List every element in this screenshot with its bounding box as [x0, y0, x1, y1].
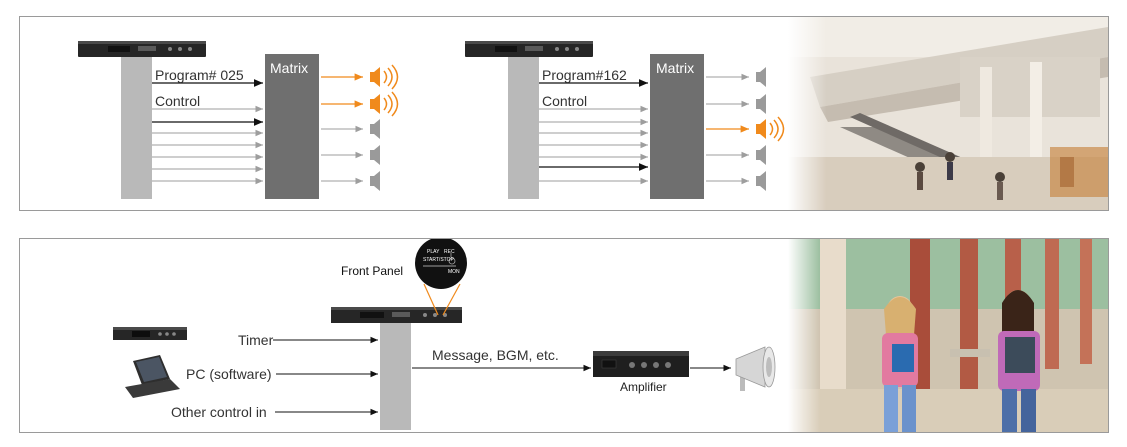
closeup-mon-label: MON — [448, 269, 460, 275]
input-label-timer: Timer — [238, 332, 274, 348]
matrix-label-left: Matrix — [270, 60, 309, 76]
front-panel-callout — [415, 239, 467, 316]
signal-bar-left — [121, 57, 152, 199]
control-label-left: Control — [155, 93, 201, 109]
amplifier-device — [593, 351, 689, 377]
shopping-mall-photo — [788, 17, 1108, 210]
speaker-icon — [756, 67, 766, 87]
speaker-icon — [756, 94, 766, 114]
speaker-icon — [370, 119, 380, 139]
timer-device — [113, 327, 187, 340]
program-label-left: Program# 025 — [155, 67, 244, 83]
campus-photo — [788, 239, 1108, 432]
front-panel-label: Front Panel — [341, 264, 404, 278]
matrix-label-right: Matrix — [656, 60, 695, 76]
speaker-icon — [370, 64, 399, 90]
control-lines-right — [539, 79, 648, 185]
control-lines-left — [152, 79, 263, 185]
bottom-diagram-svg — [113, 239, 1108, 432]
closeup-play-label: PLAY — [427, 249, 440, 255]
player-device-left — [78, 41, 206, 57]
matrix-block-right — [650, 54, 704, 199]
speaker-icon — [370, 145, 380, 165]
signal-bar-right — [508, 57, 539, 199]
horn-speaker-icon — [735, 346, 776, 391]
speaker-icon — [370, 171, 380, 191]
player-device — [331, 307, 462, 323]
speaker-icon — [756, 171, 766, 191]
player-device-right — [465, 41, 593, 57]
input-label-pc: PC (software) — [186, 366, 272, 382]
program-label-right: Program#162 — [542, 67, 627, 83]
control-label-right: Control — [542, 93, 588, 109]
speaker-icon — [756, 116, 785, 142]
speaker-outputs-left — [321, 73, 363, 185]
top-panel: Program# 025 Control Matrix Program#162 … — [19, 16, 1109, 211]
signal-bar — [380, 323, 411, 430]
output-label: Message, BGM, etc. — [432, 347, 559, 363]
speaker-outputs-right — [706, 73, 749, 185]
bottom-panel: Front Panel PLAY REC START/STOP MON Time… — [19, 238, 1109, 433]
amplifier-label: Amplifier — [620, 380, 667, 394]
closeup-start-stop-label: START/STOP — [423, 257, 454, 263]
speaker-icon — [370, 91, 399, 117]
speaker-icon — [756, 145, 766, 165]
matrix-block-left — [265, 54, 319, 199]
closeup-rec-label: REC — [444, 249, 455, 255]
input-label-other: Other control in — [171, 404, 267, 420]
top-diagram-svg — [78, 17, 1108, 210]
laptop-icon — [125, 355, 180, 398]
